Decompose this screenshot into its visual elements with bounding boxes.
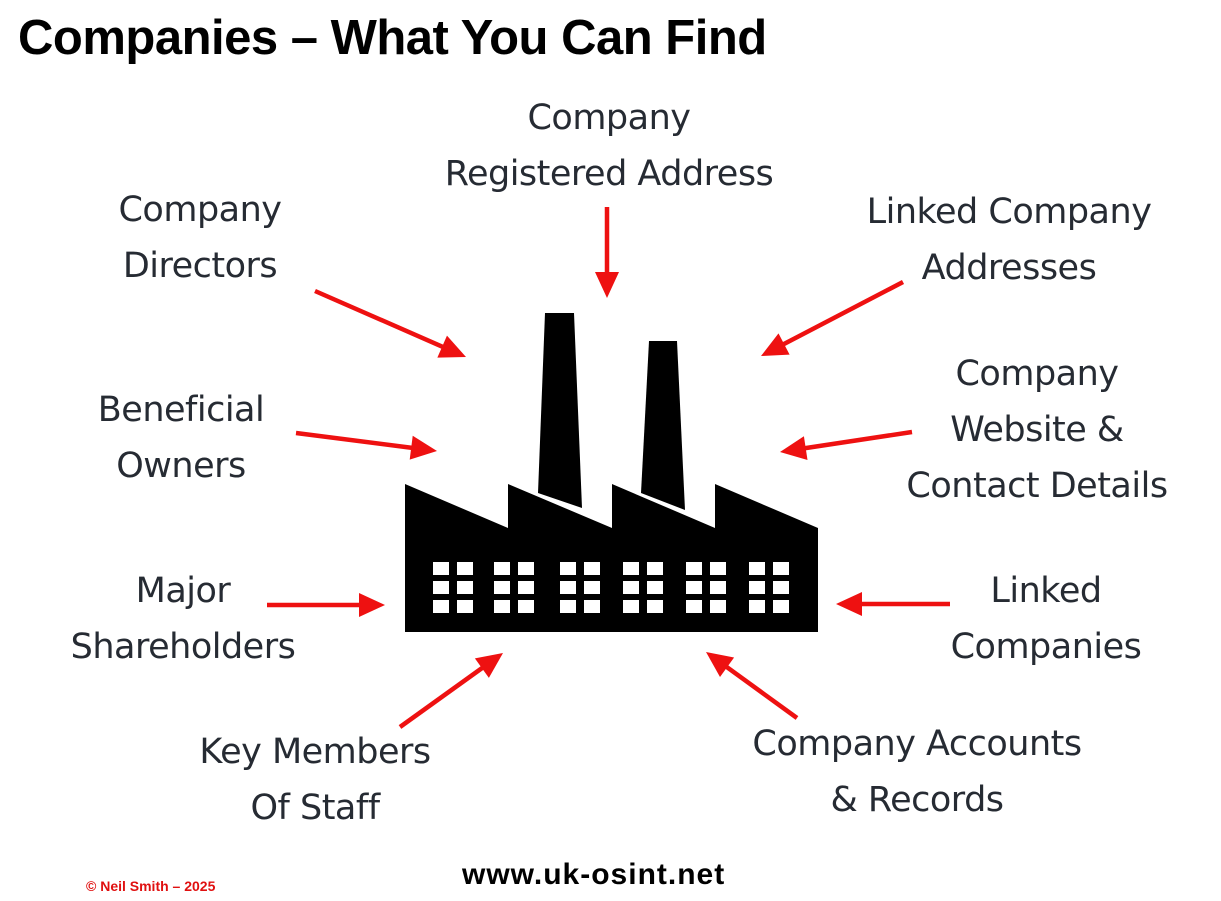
arrow-shaft <box>781 280 905 347</box>
factory-window <box>433 562 449 575</box>
arrow-head <box>706 652 735 677</box>
copyright-notice: © Neil Smith – 2025 <box>86 878 216 894</box>
factory-window <box>494 600 510 613</box>
factory-window <box>494 581 510 594</box>
factory-window <box>457 600 473 613</box>
factory-window <box>773 581 789 594</box>
arrow-head <box>437 335 466 358</box>
label-accounts-records: Company Accounts & Records <box>752 724 1082 820</box>
factory-window <box>518 562 534 575</box>
label-website-contact: Company Website & Contact Details <box>906 354 1168 506</box>
factory-window <box>560 581 576 594</box>
factory-windows <box>433 562 789 613</box>
factory-building <box>405 484 818 632</box>
factory-window <box>623 562 639 575</box>
arrow-head <box>836 592 862 616</box>
arrow-linked-addresses <box>761 280 905 356</box>
factory-window <box>457 562 473 575</box>
arrow-shaft <box>724 664 799 720</box>
arrow-linked-companies <box>836 592 950 616</box>
factory-window <box>494 562 510 575</box>
arrow-accounts-records <box>706 652 799 720</box>
factory-window <box>518 581 534 594</box>
factory-window <box>518 600 534 613</box>
arrow-major-shareholders <box>267 593 385 617</box>
factory-window <box>686 600 702 613</box>
factory-icon <box>405 313 818 632</box>
factory-window <box>584 600 600 613</box>
factory-window <box>647 600 663 613</box>
arrow-registered-address <box>595 207 619 298</box>
arrow-head <box>474 653 503 678</box>
factory-window <box>457 581 473 594</box>
arrow-shaft <box>295 430 414 451</box>
arrows <box>267 207 950 729</box>
arrow-head <box>780 436 808 460</box>
factory-window <box>686 562 702 575</box>
factory-window <box>749 581 765 594</box>
arrow-shaft <box>314 288 445 350</box>
factory-window <box>560 600 576 613</box>
factory-window <box>710 581 726 594</box>
label-major-shareholders: Major Shareholders <box>70 571 296 667</box>
arrow-shaft <box>803 429 913 451</box>
factory-window <box>623 600 639 613</box>
label-beneficial-owners: Beneficial Owners <box>97 390 265 486</box>
factory-window <box>710 562 726 575</box>
chimney-right <box>641 341 685 510</box>
factory-window <box>749 562 765 575</box>
website-link[interactable]: www.uk-osint.net <box>462 858 726 891</box>
factory-window <box>433 600 449 613</box>
arrow-head <box>595 272 619 298</box>
label-linked-companies: Linked Companies <box>950 571 1142 667</box>
arrow-beneficial-owners <box>295 430 437 460</box>
factory-window <box>647 581 663 594</box>
factory-window <box>686 581 702 594</box>
factory-window <box>433 581 449 594</box>
label-linked-addresses: Linked Company Addresses <box>866 192 1152 288</box>
label-key-staff: Key Members Of Staff <box>199 732 431 828</box>
arrow-shaft <box>398 665 485 729</box>
factory-window <box>584 581 600 594</box>
arrow-website-contact <box>780 429 913 460</box>
arrow-directors <box>314 288 466 358</box>
factory-window <box>773 600 789 613</box>
label-registered-address: Company Registered Address <box>444 98 774 194</box>
page-title: Companies – What You Can Find <box>18 11 767 65</box>
chimney-left <box>538 313 582 508</box>
label-company-directors: Company Directors <box>118 190 282 286</box>
arrow-key-staff <box>398 653 503 729</box>
factory-window <box>623 581 639 594</box>
arrow-head <box>409 435 437 460</box>
factory-window <box>710 600 726 613</box>
factory-window <box>584 562 600 575</box>
factory-window <box>773 562 789 575</box>
factory-window <box>647 562 663 575</box>
arrow-head <box>359 593 385 617</box>
factory-window <box>749 600 765 613</box>
arrow-head <box>761 333 790 356</box>
factory-window <box>560 562 576 575</box>
